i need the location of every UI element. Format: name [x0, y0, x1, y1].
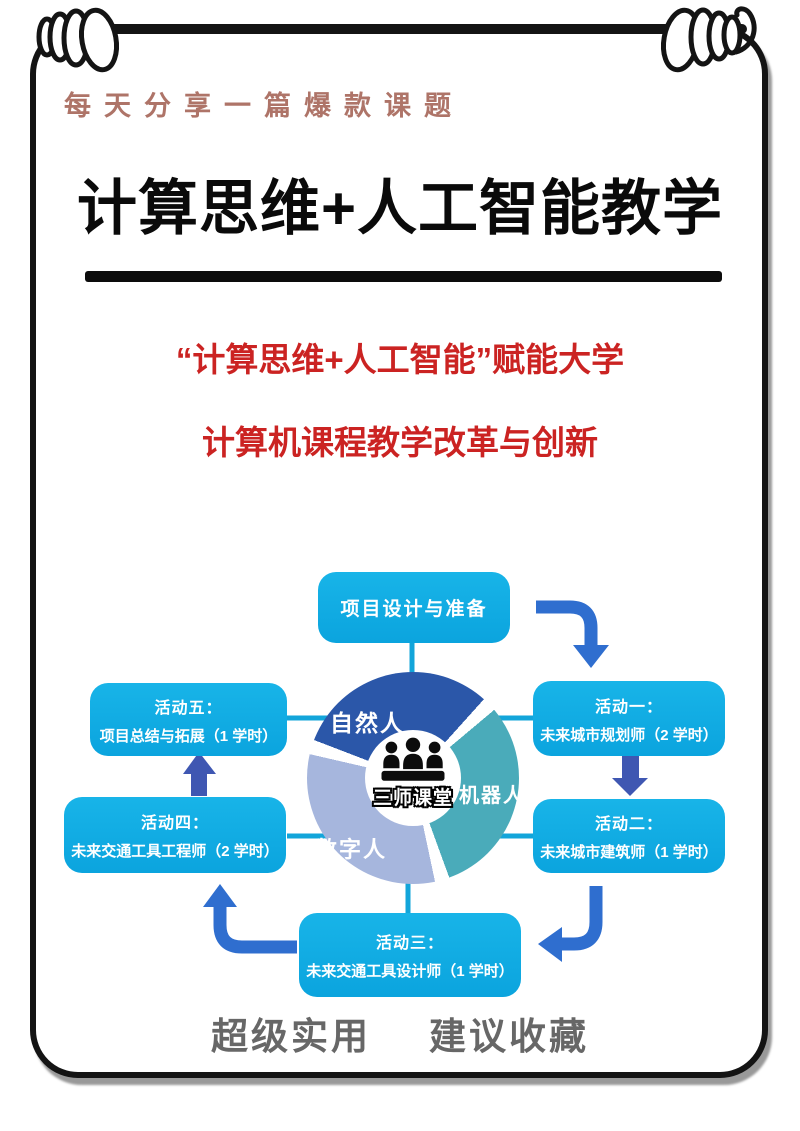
title-divider [85, 271, 722, 282]
footer-right: 建议收藏 [429, 1016, 589, 1057]
pie-center-badge: 三师课堂 [365, 730, 461, 826]
page-title: 计算思维+人工智能教学 [76, 175, 724, 242]
pie-center-label: 三师课堂 [372, 788, 453, 809]
pie-segment-label-digital: 数字人 [315, 837, 388, 862]
node-project-prep: 项目设计与准备 [318, 572, 510, 643]
node-activity-1: 活动一： 未来城市规划师（2 学时） [533, 681, 725, 756]
node-activity-2: 活动二： 未来城市建筑师（1 学时） [533, 799, 725, 873]
node-title: 活动三： [375, 935, 444, 952]
node-label: 项目设计与准备 [340, 599, 488, 620]
node-title: 活动四： [140, 815, 209, 832]
poster-frame [30, 26, 768, 1078]
three-teachers-icon [381, 737, 445, 781]
footer-slogan: 超级实用 建议收藏 [0, 1006, 800, 1060]
subtitle-line-1: “计算思维+人工智能”赋能大学 [175, 341, 625, 378]
node-title: 活动五： [154, 699, 223, 717]
node-activity-5: 活动五： 项目总结与拓展（1 学时） [90, 683, 287, 756]
subtitle-line-2: 计算机课程教学改革与创新 [202, 424, 598, 461]
node-detail: 未来交通工具工程师（2 学时） [71, 843, 279, 860]
pie-segment-label-robot: 机器人 [459, 785, 525, 807]
footer-left: 超级实用 [211, 1016, 371, 1057]
pie-segment-label-natural: 自然人 [330, 710, 405, 736]
node-detail: 未来城市规划师（2 学时） [540, 726, 718, 744]
node-detail: 未来交通工具设计师（1 学时） [306, 963, 514, 980]
node-title: 活动二： [594, 816, 663, 833]
node-detail: 项目总结与拓展（1 学时） [99, 727, 278, 745]
node-activity-4: 活动四： 未来交通工具工程师（2 学时） [64, 797, 286, 873]
node-detail: 未来城市建筑师（1 学时） [540, 844, 718, 861]
tagline: 每天分享一篇爆款课题 [64, 91, 464, 121]
node-title: 活动一： [594, 698, 663, 716]
node-activity-3: 活动三： 未来交通工具设计师（1 学时） [299, 913, 521, 997]
